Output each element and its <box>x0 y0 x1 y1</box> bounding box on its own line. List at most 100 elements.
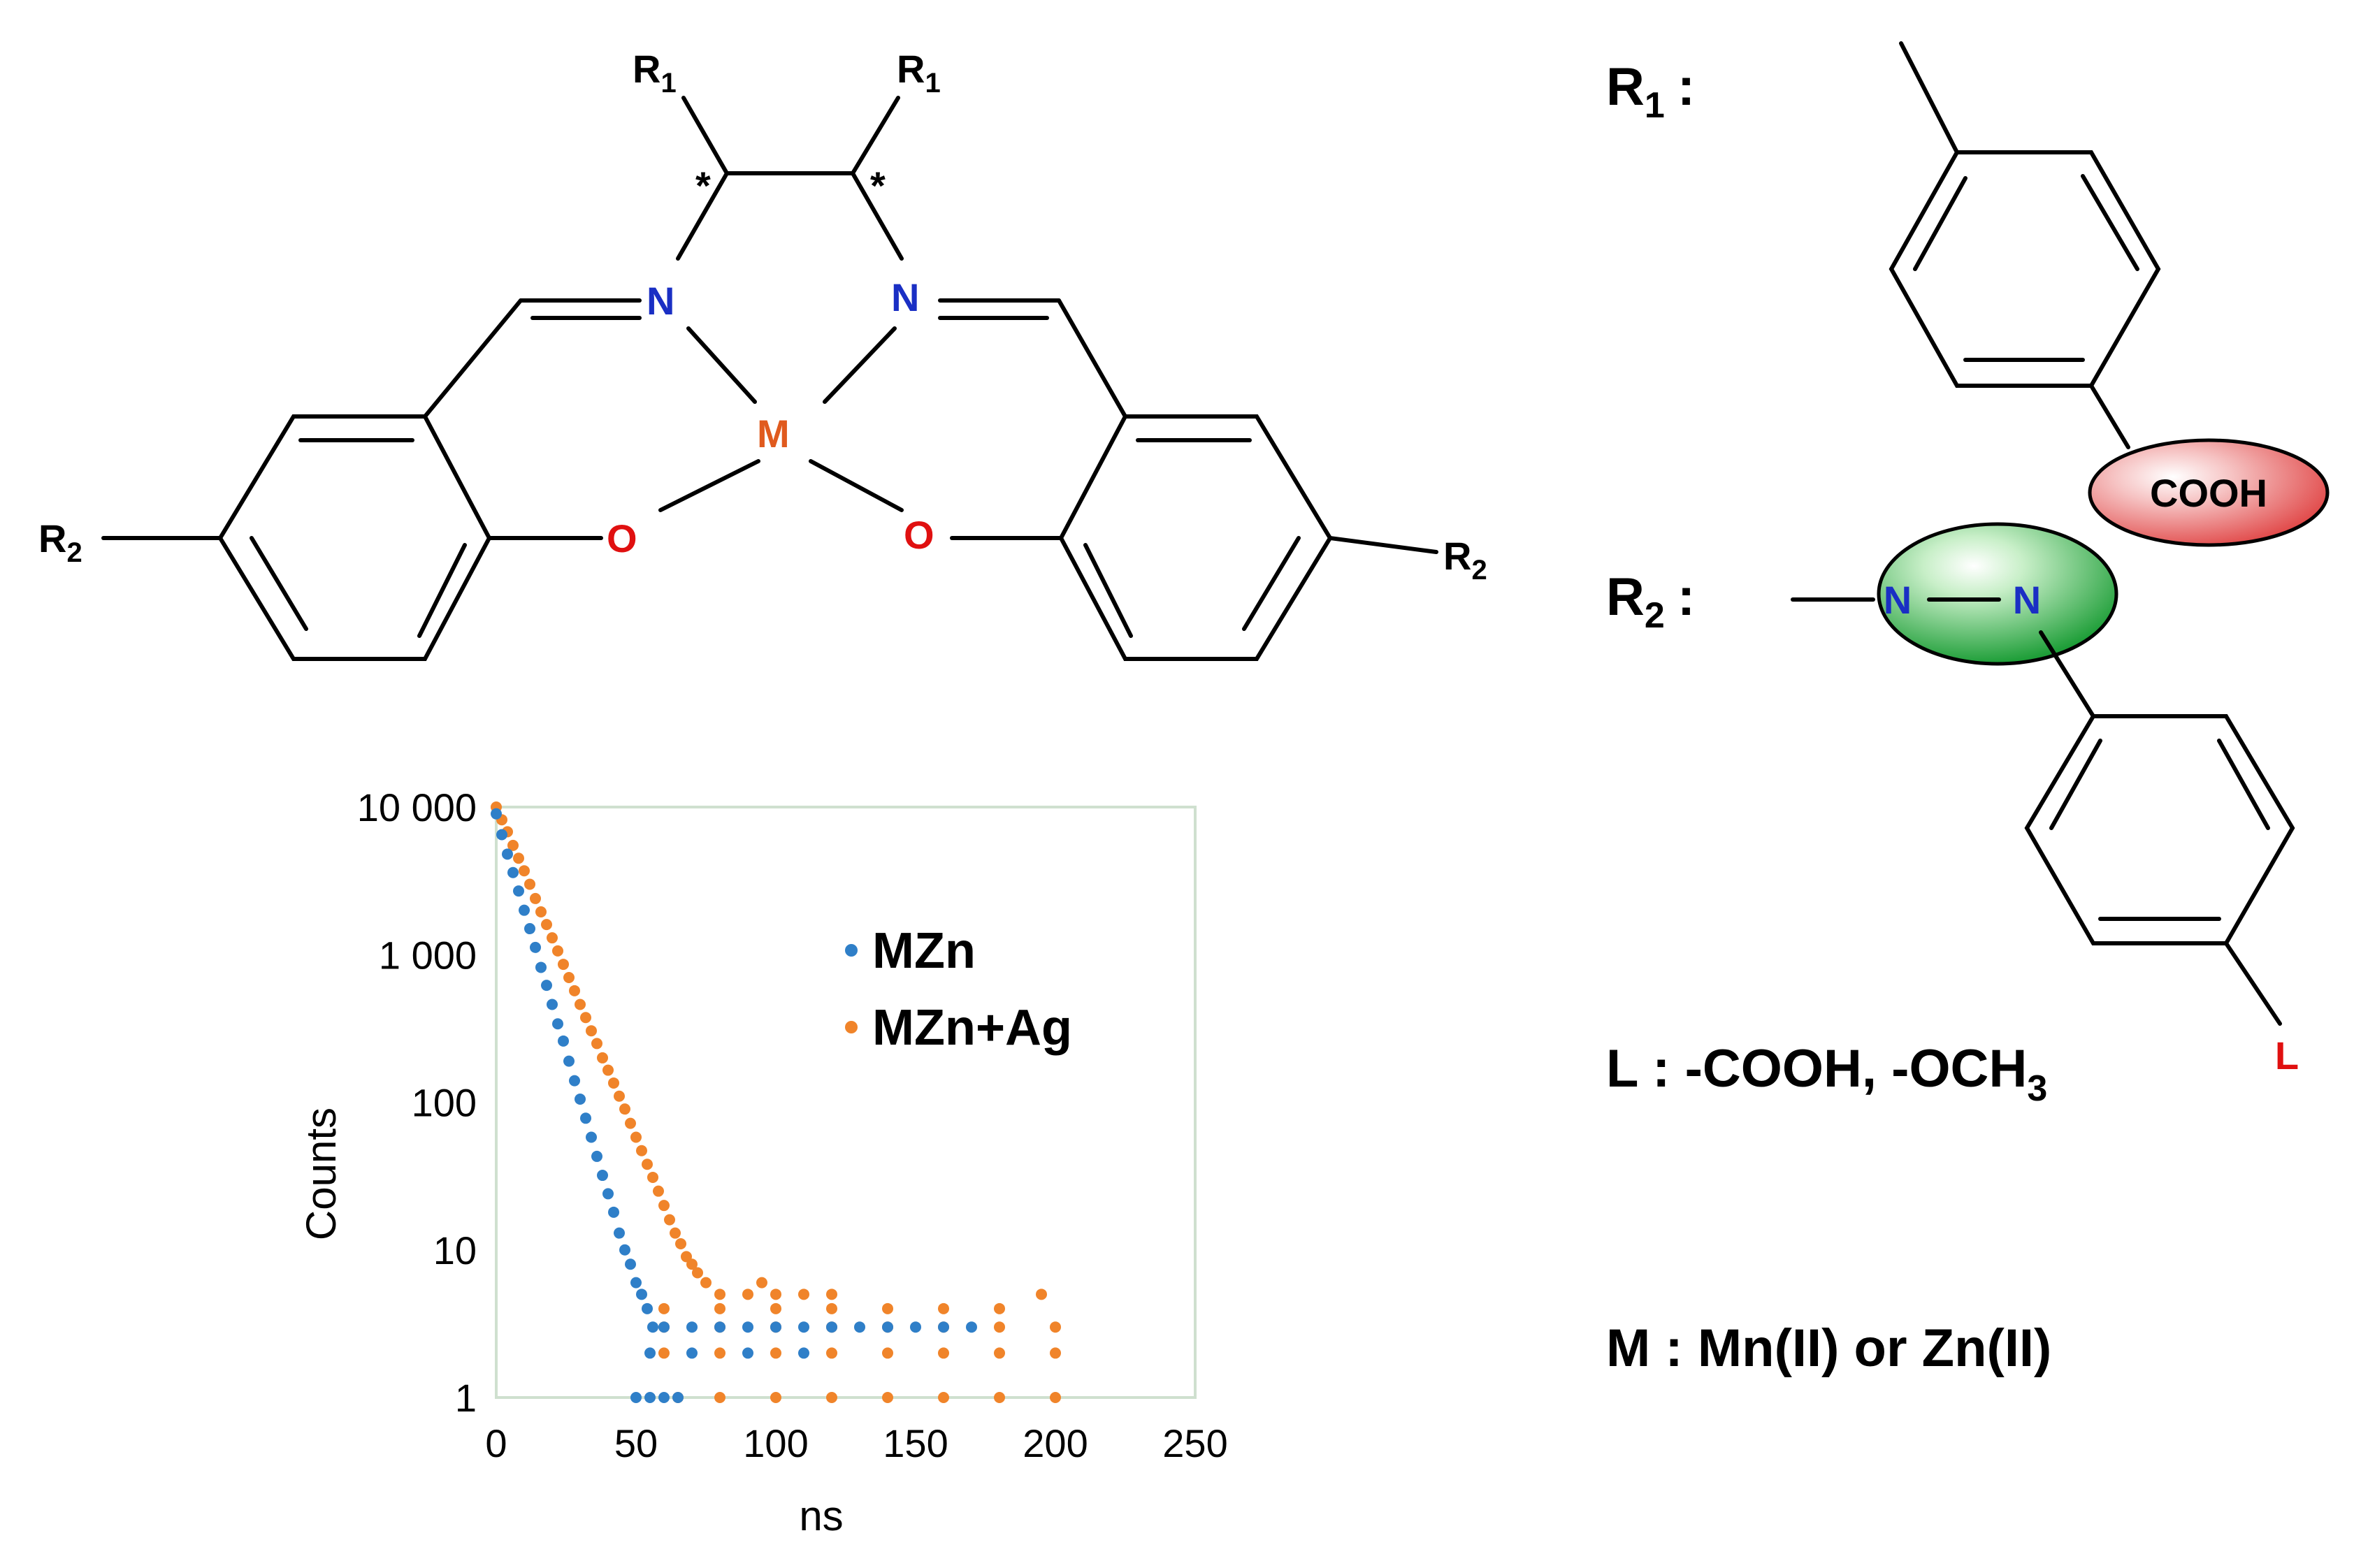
data-point <box>994 1392 1005 1403</box>
chart-legend: MZn MZn+Ag <box>845 923 1072 1056</box>
data-point <box>826 1288 837 1300</box>
data-point <box>658 1200 670 1212</box>
azo-phenyl-bond <box>2039 630 2095 718</box>
data-point <box>642 1302 653 1314</box>
m-definition-line: M : Mn(II) or Zn(II) <box>1606 1319 2051 1378</box>
r1-definition-label: R1: <box>1606 57 1695 126</box>
data-point <box>686 1258 698 1270</box>
data-point <box>653 1185 664 1197</box>
r1-cooh-bond <box>2089 384 2130 449</box>
data-point <box>636 1288 647 1300</box>
data-point <box>647 1321 658 1333</box>
y-tick-label: 100 <box>412 1081 477 1125</box>
salen-complex-structure: R1 R1 * * N N M O O R2 R2 <box>38 47 1487 661</box>
y-tick-label: 1 <box>455 1376 477 1420</box>
r2-definition-label: R2: <box>1606 567 1695 636</box>
y-tick-label: 10 <box>433 1228 477 1272</box>
data-point <box>882 1302 893 1314</box>
nitrogen-left-label: N <box>647 279 674 323</box>
data-point <box>686 1321 698 1333</box>
bond-o-m-left <box>658 459 760 512</box>
data-point <box>658 1347 670 1359</box>
legend-marker-mzn-ag <box>845 1021 858 1033</box>
data-point <box>535 961 547 973</box>
data-point <box>507 839 519 851</box>
l-marker-label: L <box>2275 1033 2299 1077</box>
data-point <box>910 1321 921 1333</box>
data-point <box>569 985 580 996</box>
data-point <box>575 1094 586 1105</box>
data-point <box>826 1392 837 1403</box>
right-ring-inner-3 <box>1083 543 1133 638</box>
data-point <box>770 1321 781 1333</box>
data-point <box>664 1214 675 1226</box>
data-point <box>642 1159 653 1170</box>
data-point <box>686 1347 698 1359</box>
bond-ring-imine-right <box>1057 298 1127 419</box>
azo-nitrogen-2: N <box>2013 578 2041 622</box>
data-point <box>714 1321 725 1333</box>
data-point <box>1050 1347 1061 1359</box>
y-tick-label: 1 000 <box>379 933 477 977</box>
data-point <box>630 1131 642 1143</box>
oxygen-left-label: O <box>607 516 637 560</box>
data-point <box>513 885 524 897</box>
data-point <box>658 1392 670 1403</box>
data-point <box>608 1206 619 1218</box>
r1-right-label: R1 <box>897 47 941 99</box>
metal-label: M <box>757 412 790 456</box>
data-point <box>672 1392 684 1403</box>
data-point <box>756 1277 767 1288</box>
data-point <box>619 1244 630 1256</box>
data-point <box>569 1075 580 1087</box>
data-point <box>658 1302 670 1314</box>
data-point <box>692 1267 703 1279</box>
data-point <box>602 1064 614 1076</box>
left-phenyl-ring <box>217 414 492 661</box>
data-point <box>541 980 552 992</box>
x-tick-label: 50 <box>614 1421 658 1465</box>
oxygen-right-label: O <box>904 513 934 557</box>
data-point <box>507 866 519 878</box>
legend-label-mzn: MZn <box>872 923 976 979</box>
data-point <box>670 1227 681 1239</box>
data-point <box>966 1321 977 1333</box>
data-point <box>742 1321 753 1333</box>
x-tick-label: 0 <box>485 1421 507 1465</box>
bond-r2-right <box>1328 536 1438 554</box>
data-point <box>563 971 575 983</box>
r1-definition: R1: COOH <box>1606 41 2330 547</box>
data-point <box>602 1188 614 1200</box>
data-point <box>1036 1288 1047 1300</box>
data-point <box>619 1103 630 1115</box>
stereo-mark-right: * <box>870 164 886 208</box>
data-point <box>575 999 586 1010</box>
data-point <box>614 1227 625 1239</box>
azo-nitrogen-1: N <box>1884 578 1912 622</box>
data-point <box>658 1321 670 1333</box>
data-point <box>591 1150 602 1162</box>
data-point <box>580 1012 591 1024</box>
data-point <box>502 848 513 860</box>
data-point <box>524 923 535 935</box>
x-tick-label: 100 <box>743 1421 808 1465</box>
data-point <box>882 1347 893 1359</box>
data-point <box>636 1145 647 1156</box>
data-point <box>552 1018 563 1030</box>
chart-plot-frame <box>495 806 1197 1399</box>
bond-n-m-right <box>823 326 897 404</box>
data-point <box>491 808 502 820</box>
data-point <box>597 1052 608 1064</box>
nitrogen-right-label: N <box>891 275 919 319</box>
right-phenyl-ring <box>1058 414 1333 661</box>
data-point <box>625 1117 636 1129</box>
bond-chiral-n-left <box>676 171 729 261</box>
data-point <box>1050 1392 1061 1403</box>
data-point <box>586 1131 597 1143</box>
data-point <box>770 1288 781 1300</box>
x-tick-label: 150 <box>883 1421 948 1465</box>
legend-marker-mzn <box>845 944 858 957</box>
cooh-group-label: COOH <box>2150 471 2267 515</box>
